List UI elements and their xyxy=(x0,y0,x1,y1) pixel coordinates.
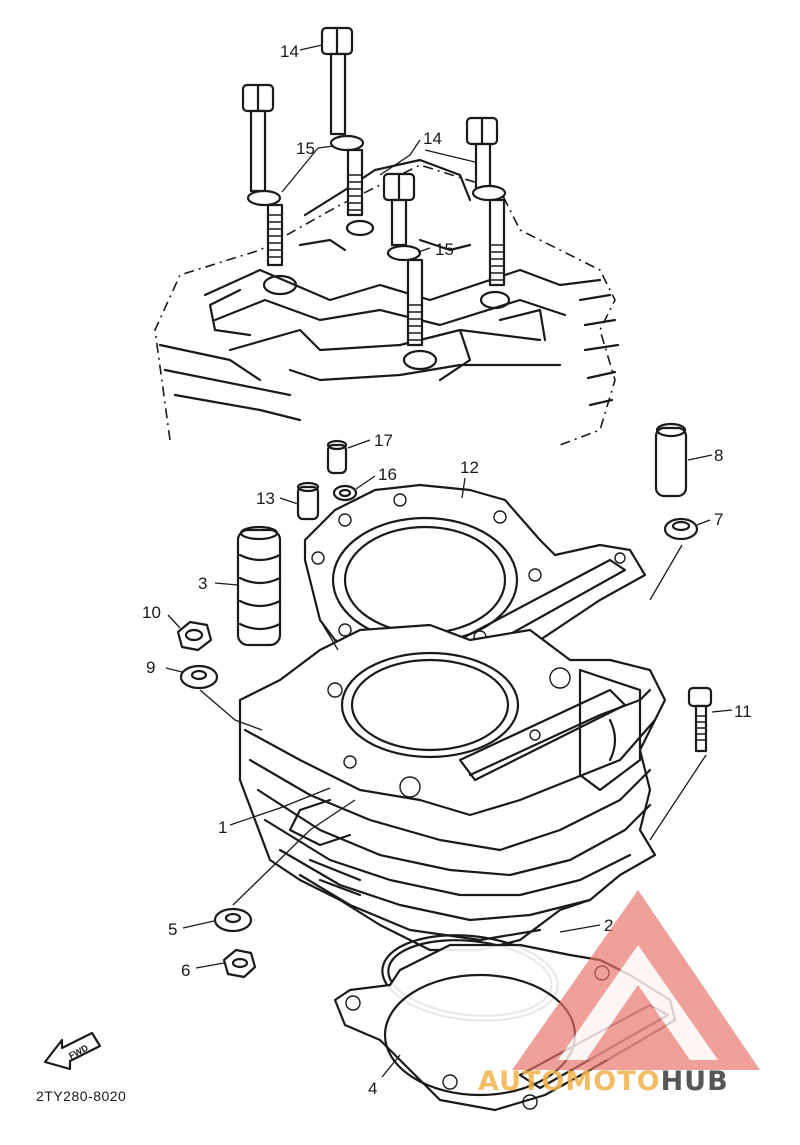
callout-13: 13 xyxy=(256,489,275,508)
callout-9: 9 xyxy=(146,658,155,677)
washer-9 xyxy=(179,664,219,690)
watermark-auto: AUTO xyxy=(478,1066,565,1097)
callout-11: 11 xyxy=(734,702,752,721)
dowel-pin-17 xyxy=(326,439,348,475)
watermark-moto: MOTO xyxy=(565,1066,660,1097)
o-ring-7 xyxy=(663,517,699,541)
nut-6 xyxy=(222,948,257,979)
o-ring-16 xyxy=(332,484,358,502)
stud-3 xyxy=(236,525,282,647)
cylinder-head-outline xyxy=(154,158,620,446)
watermark-text: AUTOMOTOHUB xyxy=(478,1066,729,1097)
callout-2: 2 xyxy=(604,916,613,935)
callout-14-left: 14 xyxy=(280,42,299,61)
callout-8: 8 xyxy=(714,446,723,465)
callout-12: 12 xyxy=(460,458,479,477)
bolt-11 xyxy=(687,686,713,753)
head-bolt-front xyxy=(382,172,424,347)
head-bolt-center xyxy=(320,26,365,217)
callout-15-right: 15 xyxy=(435,240,454,259)
callout-16: 16 xyxy=(378,465,397,484)
callout-1: 1 xyxy=(218,818,227,837)
callout-17: 17 xyxy=(374,431,393,450)
cylinder-block-1 xyxy=(238,623,667,952)
callout-3: 3 xyxy=(198,574,207,593)
callout-4: 4 xyxy=(368,1079,377,1098)
dowel-pin-13 xyxy=(296,481,320,521)
callout-5: 5 xyxy=(168,920,177,939)
watermark-logo: AUTOMOTOHUB xyxy=(478,890,760,1097)
callout-6: 6 xyxy=(181,961,190,980)
callout-14-right: 14 xyxy=(423,129,442,148)
washer-5 xyxy=(213,907,253,933)
callout-7: 7 xyxy=(714,510,723,529)
nut-10 xyxy=(176,620,213,652)
leader-lines xyxy=(165,44,733,1078)
part-code: 2TY280-8020 xyxy=(36,1088,126,1104)
callout-15-left: 15 xyxy=(296,139,315,158)
callout-10: 10 xyxy=(142,603,161,622)
watermark-hub: HUB xyxy=(661,1066,729,1097)
head-bolt-left xyxy=(241,83,284,267)
fwd-arrow-icon: FWD xyxy=(43,1031,102,1071)
callouts: 14 15 14 15 17 16 13 12 8 7 3 10 9 11 1 … xyxy=(142,42,752,1098)
head-bolt-right xyxy=(465,116,507,287)
dowel-pin-8 xyxy=(654,422,688,498)
